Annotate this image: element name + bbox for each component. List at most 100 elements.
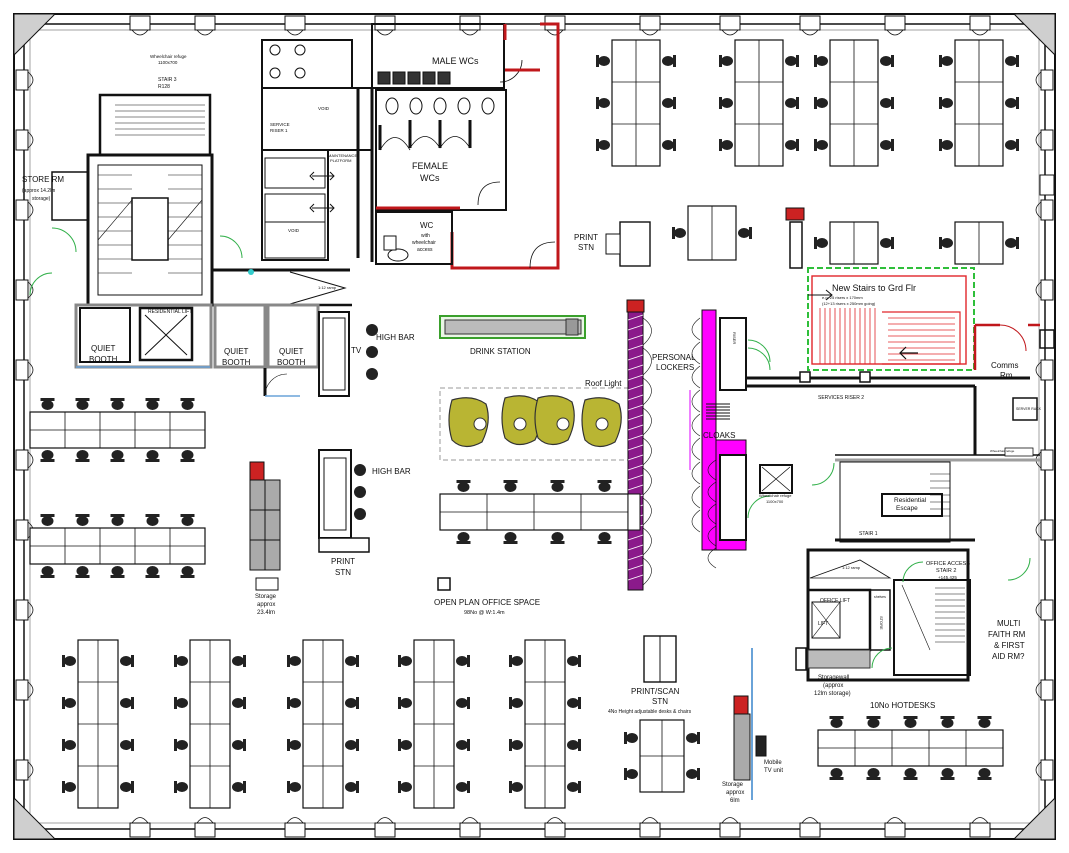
lift-cross [761,466,791,492]
door-arc [499,59,523,83]
pier-top-arch-10 [971,29,989,36]
pier-left-2 [15,199,29,221]
pier-top-arch-3 [376,29,394,36]
label-store-rm-3: storage) [32,196,51,202]
locker-hatch [627,554,644,561]
toilet-icon [294,67,306,79]
office-chair [287,697,301,709]
office-chair [456,781,470,793]
label-quiet-booth-3b: BOOTH [277,358,306,367]
label-wheelchair-refuge-top: Wheelchair refuge [150,54,187,59]
riser-a [719,317,747,391]
toilet-icon [385,97,399,115]
pier-right-arch-8 [1035,681,1042,699]
chair-back [697,768,700,780]
storage-plinth [255,577,279,591]
pier-bottom-0 [129,822,151,838]
urinal-icon [437,71,451,85]
office-chair [232,781,246,793]
chair-back [719,97,722,109]
office-chair [62,739,76,751]
label-store-rm-1: STORE RM [22,175,64,184]
chair-seat [598,532,611,542]
high-bar-2-top [323,457,347,531]
basin [383,235,397,251]
pier-left-arch-2 [27,201,34,219]
chair-seat [111,566,124,576]
cubicle-door-arc [379,136,471,151]
office-chair [814,237,828,249]
chair-back [398,697,401,709]
office-chair [232,697,246,709]
chair-seat [457,532,470,542]
chair-seat [1005,238,1017,248]
label-quiet-booth-2b: BOOTH [222,358,251,367]
chair-seat [567,656,579,666]
label-level: +145.425 [938,575,957,580]
pier-top-arch-0 [131,29,149,36]
chair-seat [289,782,301,792]
office-chair [880,55,894,67]
pier-top-7 [719,15,741,31]
chair-back [939,55,942,67]
inner-wall-line [23,23,1046,830]
label-wheelchair-refuge-top-dim: 1100x700 [158,60,178,65]
office-chair [939,97,953,109]
chair-back [243,739,246,751]
chair-seat [456,740,468,750]
toilet-icon [481,97,495,115]
chair-seat [146,400,159,410]
office-chair [456,655,470,667]
office-chair [903,768,918,780]
pier-bottom-arch-0 [131,817,149,824]
office-chair [596,139,610,151]
label-female-wcs-2: WCs [420,173,440,183]
locker-door [707,547,717,569]
chair-seat [626,733,638,743]
pier-bottom-2 [284,822,306,838]
pier-bottom-9 [884,822,906,838]
chair-back [110,514,125,517]
stairs-landing [882,311,961,365]
chair-back [939,139,942,151]
stair-arrow [808,289,833,301]
chair-back [174,739,177,751]
chair-seat [457,482,470,492]
pier-bottom-8 [799,822,821,838]
locker-hatch [627,414,644,421]
corner-pier-3 [1012,796,1056,840]
office-chair [110,398,125,410]
server-rack [1012,397,1038,421]
label-office-access-1: OFFICE ACCESS [926,561,970,567]
store-small-room [869,589,891,651]
locker-door [642,437,652,466]
chair-back [814,237,817,249]
locker-hatch [627,374,644,381]
pier-left-arch-8 [27,681,34,699]
pier-left-arch-1 [27,131,34,149]
label-services-riser-2: SERVICES RISER 2 [818,395,864,401]
office-chair [287,739,301,751]
chair-seat [830,718,843,728]
locker-door [691,461,701,485]
pier-right-6 [1040,519,1054,541]
chair-back [673,139,676,151]
chair-seat [146,566,159,576]
chair-back [40,514,55,517]
label-storage-bottom-1: Storage [722,782,744,788]
ramp-2 [809,559,892,579]
ramp-chevron [289,271,347,305]
door-arc [529,241,556,269]
high-bar-stool [366,368,378,380]
pier-bottom-4 [459,822,481,838]
chair-seat [567,740,579,750]
tv-screen-outline [322,317,346,391]
post [859,371,871,383]
chair-back [891,55,894,67]
chair-seat [816,98,828,108]
chair-seat [880,238,892,248]
chair-back [977,716,992,719]
chair-back [174,781,177,793]
locker-hatch [627,424,644,431]
quiet-booth-2 [213,303,267,369]
